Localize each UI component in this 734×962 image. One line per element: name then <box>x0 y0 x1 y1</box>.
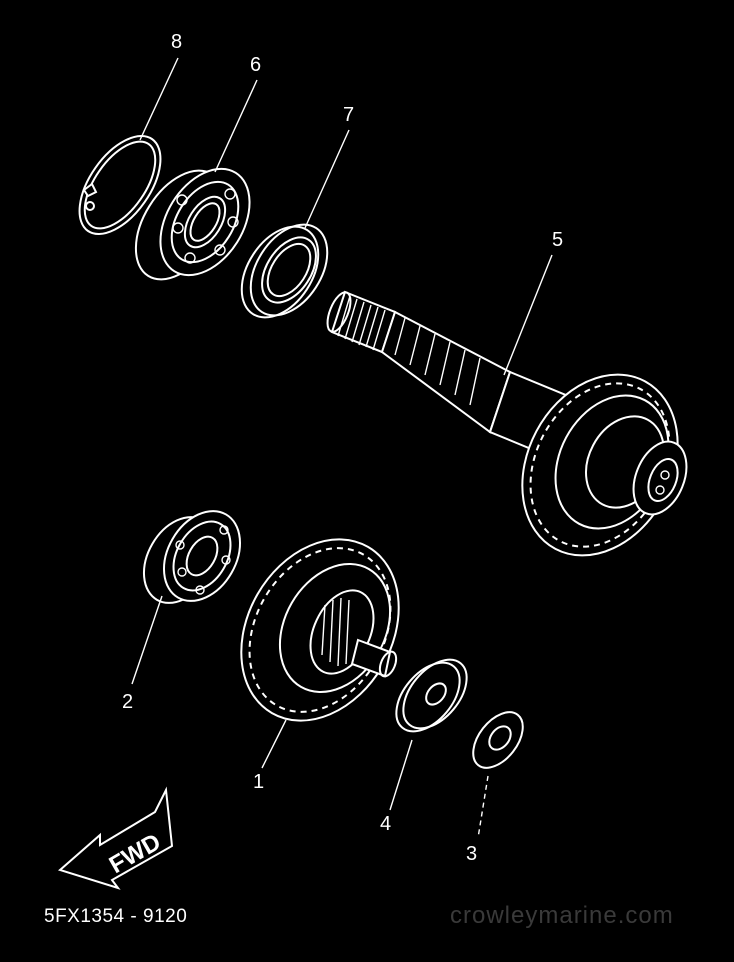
shim-part-3 <box>472 711 524 769</box>
bearing-part-6 <box>134 167 251 281</box>
part-number-2: 2 <box>122 691 134 713</box>
diagram-part-code: 5FX1354 - 9120 <box>44 906 188 927</box>
gear-part-1 <box>240 538 400 722</box>
bearing-part-2 <box>142 510 241 604</box>
washer-part-4 <box>395 658 468 733</box>
gear-shaft-part-5 <box>326 290 688 557</box>
oil-seal-part-7 <box>240 223 329 319</box>
part-number-6: 6 <box>250 54 262 76</box>
part-number-8: 8 <box>171 31 183 53</box>
watermark: crowleymarine.com <box>450 902 674 929</box>
part-number-4: 4 <box>380 813 392 835</box>
part-number-3: 3 <box>466 843 478 865</box>
part-number-1: 1 <box>253 771 265 793</box>
circlip-part-8 <box>78 135 162 235</box>
leader-lines <box>131 57 553 839</box>
fwd-direction-arrow: FWD <box>57 786 174 890</box>
part-number-7: 7 <box>343 104 355 126</box>
part-number-5: 5 <box>552 229 564 251</box>
